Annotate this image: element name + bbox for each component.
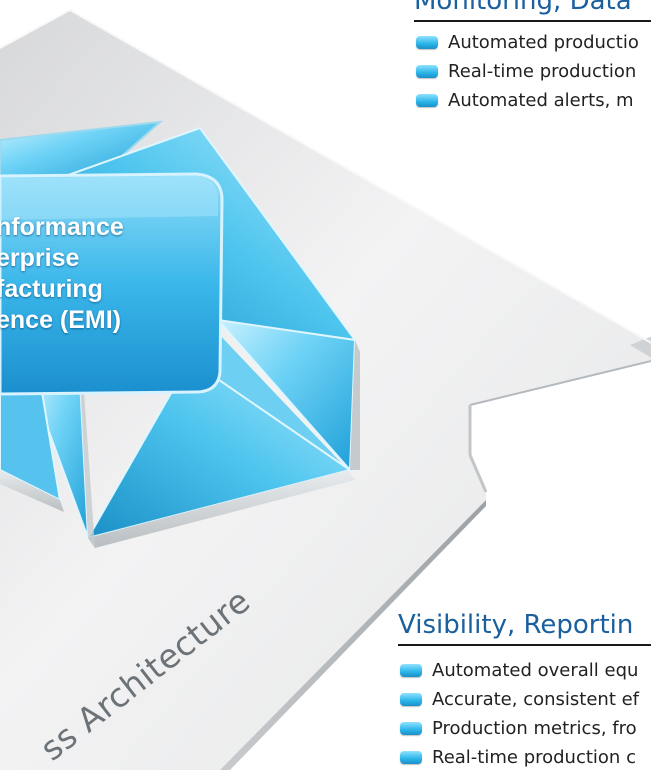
list-item-text: Automated productio	[448, 32, 639, 53]
list-item-text: Real-time production	[448, 61, 637, 82]
list-item: Real-time production c	[398, 743, 639, 772]
list-item-text: Automated alerts, m	[448, 90, 634, 111]
list-item: Real-time production	[414, 57, 639, 86]
bullet-icon	[400, 722, 422, 735]
emi-line: facturing	[0, 275, 103, 303]
list-item-text: Accurate, consistent ef	[432, 689, 640, 710]
bullet-icon	[416, 65, 438, 78]
bullet-icon	[400, 751, 422, 764]
monitoring-list: Automated productio Real-time production…	[414, 28, 639, 115]
list-item-text: Production metrics, fro	[432, 718, 637, 739]
bullet-icon	[400, 693, 422, 706]
bullet-icon	[400, 664, 422, 677]
emi-line: nformance	[0, 213, 124, 241]
bullet-icon	[416, 36, 438, 49]
section-heading-monitoring: Monitoring, Data	[414, 0, 651, 22]
list-item-text: Automated overall equ	[432, 660, 639, 681]
list-item: Automated overall equ	[398, 656, 639, 685]
list-item: Accurate, consistent ef	[398, 685, 639, 714]
list-item: Automated productio	[414, 28, 639, 57]
visibility-list: Automated overall equ Accurate, consiste…	[398, 656, 639, 772]
list-item: Automated alerts, m	[414, 86, 639, 115]
list-item: Production metrics, fro	[398, 714, 639, 743]
emi-label: nformance erprise facturing ence (EMI)	[0, 212, 124, 336]
list-item-text: Real-time production c	[432, 747, 636, 768]
section-heading-visibility: Visibility, Reportin	[398, 610, 651, 646]
emi-line: ence (EMI)	[0, 306, 122, 334]
emi-line: erprise	[0, 244, 80, 272]
emi-panel	[0, 172, 224, 396]
bullet-icon	[416, 94, 438, 107]
